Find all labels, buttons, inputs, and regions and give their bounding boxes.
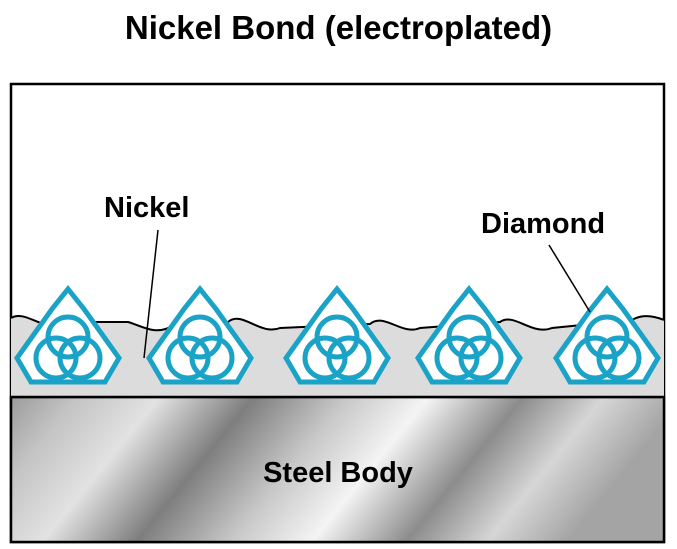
diagram-title: Nickel Bond (electroplated) (124, 9, 553, 46)
diamond-leader-line (548, 244, 591, 313)
steel-body-label: Steel Body (263, 457, 413, 489)
nickel-label: Nickel (104, 192, 189, 224)
diamond-label: Diamond (481, 208, 605, 240)
nickel-leader-line (143, 229, 159, 359)
